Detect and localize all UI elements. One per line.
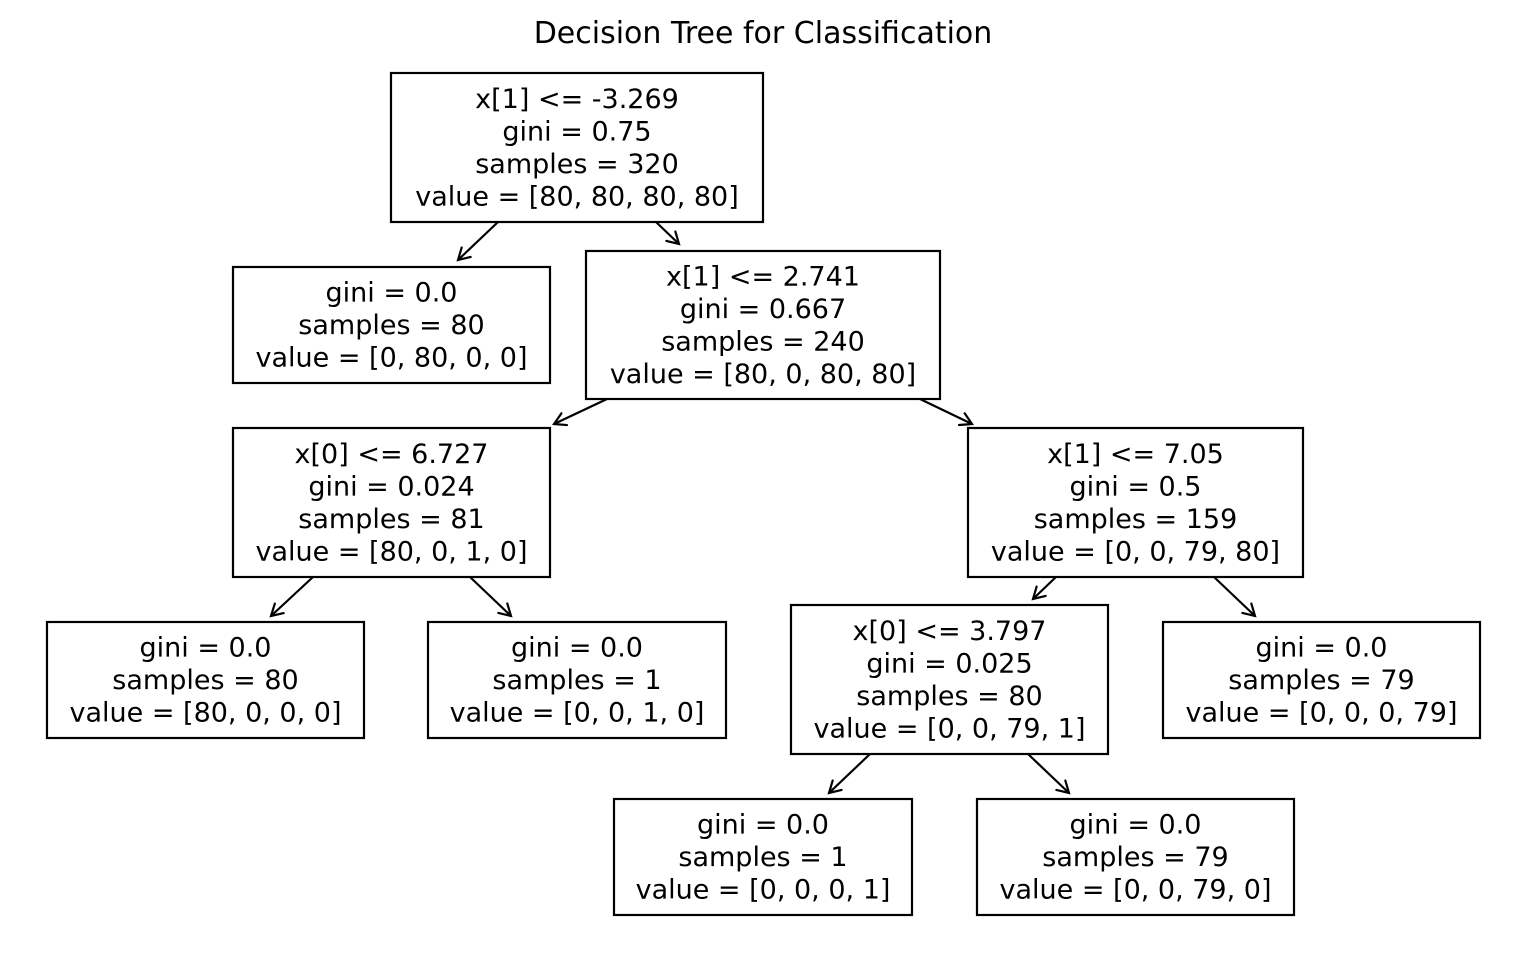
node-line: x[1] <= -3.269 [475,84,679,115]
node-line: value = [0, 0, 79, 0] [1000,875,1272,906]
node-line: value = [80, 80, 80, 80] [415,181,739,212]
node-box [975,797,1296,917]
edge-n3-n5 [269,576,314,618]
arrowhead-icon [957,412,974,427]
node-box [1161,620,1482,740]
arrowhead-icon [665,230,681,246]
node-line: x[1] <= 7.05 [1047,439,1224,470]
node-line: value = [0, 0, 79, 80] [991,536,1280,567]
node-line: gini = 0.0 [1070,810,1202,841]
node-line: gini = 0.0 [1256,633,1388,664]
node-box [45,620,366,740]
node-line: samples = 80 [856,681,1042,712]
edge-line [919,398,973,425]
arrowhead-icon [456,246,472,262]
edge-n0-n1 [456,221,499,262]
node-line: gini = 0.0 [326,278,458,309]
edge-line [457,221,499,261]
node-line: x[1] <= 2.741 [666,261,860,292]
edge-n4-n7 [1031,576,1057,601]
node-line: value = [0, 80, 0, 0] [256,343,528,374]
arrowhead-icon [269,602,285,618]
node-line: samples = 80 [298,310,484,341]
node-line: samples = 1 [678,842,847,873]
node-box [584,249,942,401]
node-line: value = [0, 0, 0, 79] [1186,698,1458,729]
edge-line [1032,576,1057,600]
node-box [426,620,728,740]
edge-n2-n3 [552,398,608,427]
node-box [612,797,914,917]
node-line: samples = 159 [1034,504,1238,535]
node-line: samples = 79 [1228,665,1414,696]
edge-n2-n4 [919,398,974,427]
node-line: gini = 0.75 [502,116,651,147]
node-box [966,426,1305,579]
node-line: gini = 0.0 [511,633,643,664]
diagram-title: Decision Tree for Classification [534,16,993,51]
edge-n4-n8 [1213,576,1257,618]
node-line: value = [80, 0, 1, 0] [256,536,528,567]
edge-line [553,398,608,425]
node-line: value = [80, 0, 80, 80] [610,359,916,390]
node-line: value = [0, 0, 0, 1] [636,875,891,906]
node-line: gini = 0.0 [697,810,829,841]
edges-layer [269,221,1257,795]
node-line: samples = 240 [661,326,865,357]
edge-line [1213,576,1256,617]
node-line: gini = 0.0 [140,633,272,664]
node-line: samples = 80 [112,665,298,696]
edge-n0-n2 [655,221,681,246]
arrowhead-icon [497,602,513,618]
arrowhead-icon [1241,602,1257,618]
edge-line [828,753,871,794]
node-box [789,603,1110,756]
node-line: x[0] <= 3.797 [853,616,1047,647]
node-line: gini = 0.025 [866,648,1032,679]
node-line: samples = 320 [475,149,679,180]
arrowhead-icon [827,779,843,795]
node-line: gini = 0.5 [1070,471,1202,502]
node-line: samples = 1 [492,665,661,696]
arrowhead-icon [1055,779,1071,795]
arrowhead-icon [552,412,569,427]
node-line: value = [0, 0, 1, 0] [450,698,705,729]
arrowhead-icon [1031,585,1047,601]
node-box [231,265,552,385]
node-line: value = [80, 0, 0, 0] [70,698,342,729]
edge-line [1027,753,1070,794]
edge-line [655,221,680,245]
edge-n7-n9 [827,753,871,795]
edge-n3-n6 [469,576,513,618]
node-line: samples = 81 [298,504,484,535]
edge-line [469,576,512,617]
edge-line [270,576,314,617]
node-line: gini = 0.667 [680,294,846,325]
node-line: value = [0, 0, 79, 1] [814,713,1086,744]
node-line: gini = 0.024 [308,471,474,502]
edge-n7-n10 [1027,753,1071,795]
node-box [231,426,552,579]
node-box [389,71,765,224]
node-line: x[0] <= 6.727 [295,439,489,470]
node-line: samples = 79 [1042,842,1228,873]
